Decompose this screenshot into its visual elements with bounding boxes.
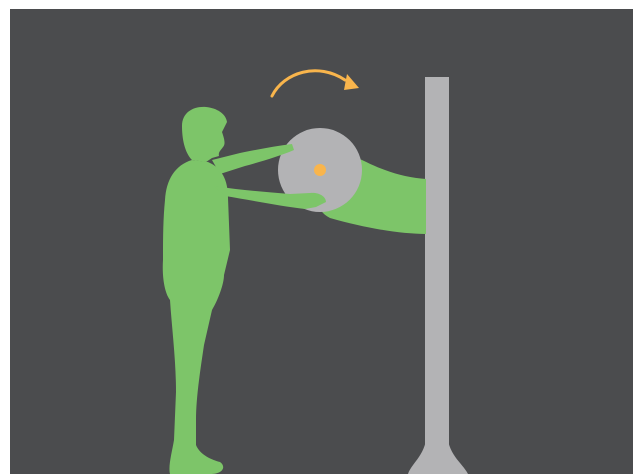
roll-hub (314, 164, 326, 176)
background-panel (10, 9, 633, 474)
